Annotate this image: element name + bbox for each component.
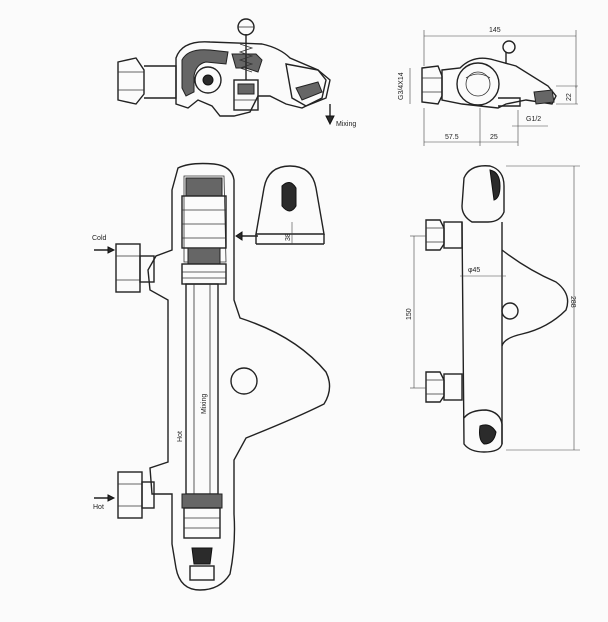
dim-centers-150: 150 bbox=[406, 308, 413, 320]
dim-depth-25: 25 bbox=[490, 134, 498, 141]
label-mixing-channel: Mixing bbox=[201, 394, 208, 414]
side-view-dimensions bbox=[409, 30, 578, 146]
dim-overall-width: 145 bbox=[489, 27, 501, 34]
section-view bbox=[94, 162, 331, 591]
dim-overall-height: 288 bbox=[569, 296, 576, 308]
label-hot-inlet: Hot bbox=[93, 504, 104, 511]
dim-thread-spec: G3/4X14 bbox=[398, 72, 405, 100]
top-view bbox=[117, 18, 335, 126]
label-cold: Cold bbox=[92, 235, 107, 242]
front-view-dimensions bbox=[410, 165, 580, 451]
front-view bbox=[425, 165, 569, 453]
label-hot-channel: Hot bbox=[177, 431, 184, 442]
dim-handle-38: 38 bbox=[285, 233, 292, 241]
label-mixing-top: Mixing bbox=[336, 121, 356, 128]
dim-height-22: 22 bbox=[566, 93, 573, 101]
side-view bbox=[421, 40, 557, 109]
dim-diameter-45: φ45 bbox=[468, 267, 480, 274]
dim-outlet-thread: G1/2 bbox=[526, 116, 541, 123]
handle-detail bbox=[255, 165, 325, 245]
dim-depth-57-5: 57.5 bbox=[445, 134, 459, 141]
